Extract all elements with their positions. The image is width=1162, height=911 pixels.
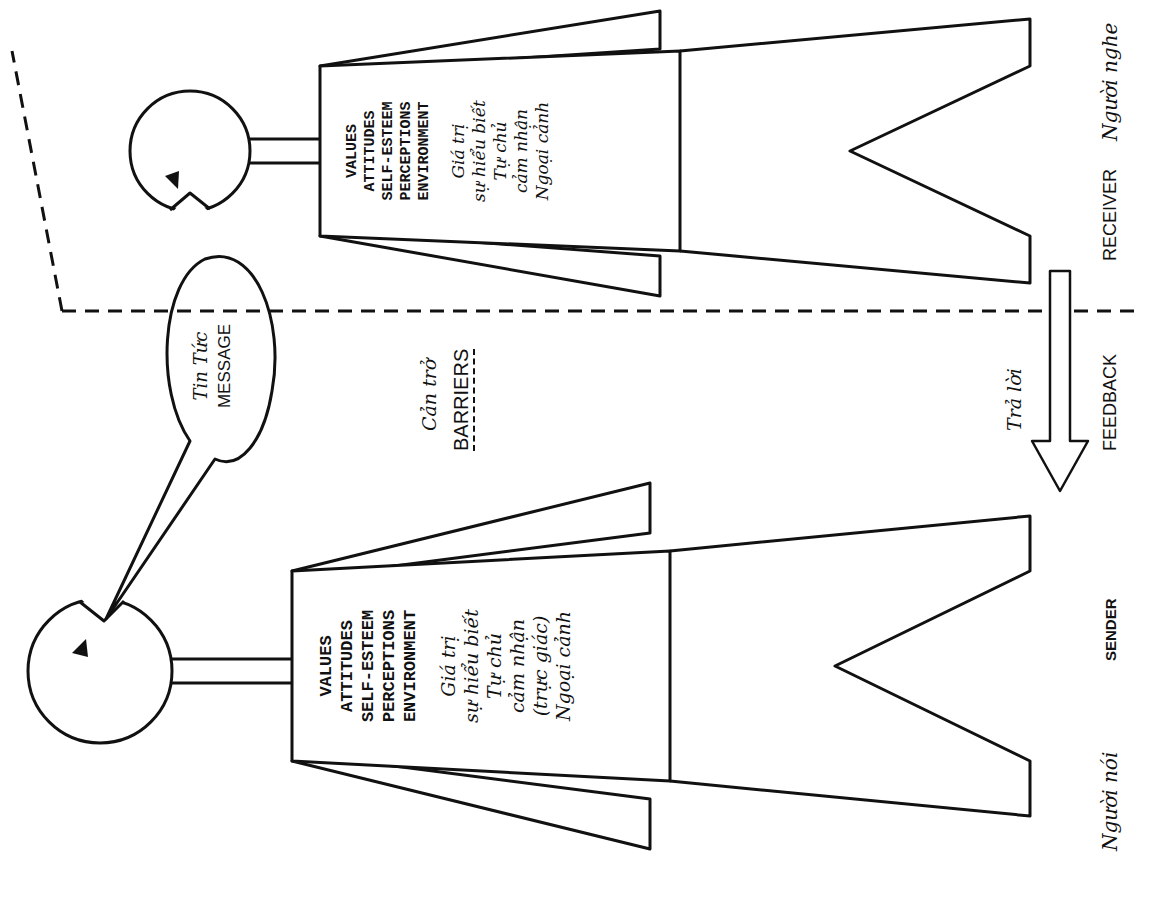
vietnamese-term: cảm nhận <box>511 109 532 193</box>
english-term: ATTITUDES <box>362 111 380 192</box>
vietnamese-term: Giá trị <box>448 124 469 179</box>
english-term: VALUES <box>344 124 362 178</box>
sender-eye <box>72 639 88 657</box>
node-text-column: VALUESATTITUDESSELF-ESTEEMPERCEPTIONSENV… <box>320 51 553 251</box>
vietnamese-term: Tự chủ <box>483 633 506 699</box>
vietnamese-term: (trực giác) <box>529 616 552 717</box>
message-word: MESSAGE <box>214 324 235 408</box>
english-term: ATTITUDES <box>337 620 358 712</box>
node-text-column: Tin TứcMESSAGE <box>160 251 235 481</box>
sender-body-shape <box>292 551 670 781</box>
vietnamese-term: Tin Tức <box>190 332 212 401</box>
vietnamese-term: Ngoại cảnh <box>552 611 575 721</box>
sender-label: Người nói <box>1098 752 1122 851</box>
sender-legs <box>670 516 1030 816</box>
vietnamese-term: Ngoại cảnh <box>532 102 553 201</box>
receiver-neck <box>250 138 320 141</box>
receiver-legs <box>680 19 1030 283</box>
barrier-line <box>12 51 62 311</box>
barrier-label: BARRIERS <box>450 349 475 451</box>
vietnamese-term: sự hiểu biết <box>469 100 490 202</box>
sender-neck <box>171 658 292 661</box>
english-term: PERCEPTIONS <box>398 101 416 200</box>
message-bubble-shape <box>106 256 275 619</box>
feedback-label: Trả lời <box>1003 368 1025 431</box>
message-bubble: Tin TứcMESSAGE <box>160 251 280 481</box>
vietnamese-term: sự hiểu biết <box>460 609 483 723</box>
sender-label: SENDER <box>1102 598 1119 661</box>
receiver-mouth-gap <box>168 193 214 217</box>
english-term: PERCEPTIONS <box>379 610 400 722</box>
feedback-label: FEEDBACK <box>1100 354 1121 451</box>
vietnamese-term: Tự chủ <box>490 121 511 180</box>
receiver-body: VALUESATTITUDESSELF-ESTEEMPERCEPTIONSENV… <box>320 51 680 251</box>
receiver-label: Người nghe <box>1098 23 1122 141</box>
vietnamese-term: Giá trị <box>437 635 460 696</box>
english-term: ENVIRONMENT <box>400 610 421 722</box>
english-term: SELF-ESTEEM <box>358 610 379 722</box>
receiver-head <box>130 91 250 211</box>
english-term: SELF-ESTEEM <box>380 101 398 200</box>
vietnamese-term: cảm nhận <box>506 619 529 713</box>
sender-body: VALUESATTITUDESSELF-ESTEEMPERCEPTIONSENV… <box>292 551 670 781</box>
sender-head <box>28 599 172 743</box>
english-term: VALUES <box>316 635 337 696</box>
receiver-label: RECEIVER <box>1100 169 1121 261</box>
barrier-line <box>62 310 1135 313</box>
receiver-body-shape <box>320 51 680 251</box>
english-term: ENVIRONMENT <box>416 101 434 200</box>
receiver-eye <box>165 171 179 189</box>
node-text-column: VALUESATTITUDESSELF-ESTEEMPERCEPTIONSENV… <box>292 551 575 781</box>
feedback-arrow <box>1032 271 1088 491</box>
receiver-mouth <box>170 193 210 210</box>
receiver-neck <box>250 162 320 165</box>
sender-neck <box>171 682 292 685</box>
barrier-label: Cản trở <box>418 359 440 431</box>
